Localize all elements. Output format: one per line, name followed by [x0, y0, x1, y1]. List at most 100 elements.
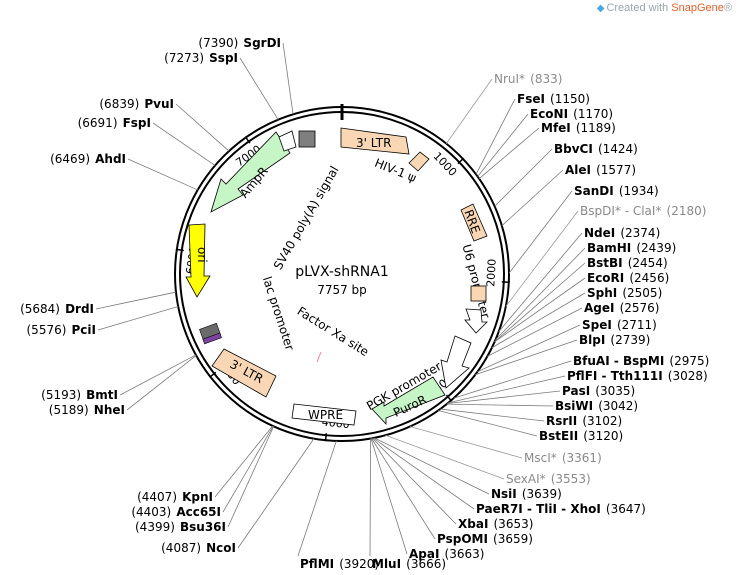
svg-text:PflFI - Tth111I (3028): PflFI - Tth111I (3028)	[567, 365, 708, 384]
feature-wpre[interactable]: WPRE	[291, 403, 357, 426]
tick-7000	[244, 136, 251, 144]
site-label-sgrdi[interactable]: (7390) SgrDI	[198, 32, 281, 51]
svg-text:AleI (1577): AleI (1577)	[565, 159, 636, 178]
site-name: SphI	[587, 286, 617, 300]
site-line	[445, 78, 493, 144]
feature-label-sv40-polya: SV40 poly(A) signal	[271, 164, 342, 272]
svg-text:MluI (3666): MluI (3666)	[372, 553, 446, 572]
site-line	[505, 210, 579, 307]
site-label-bstbi[interactable]: BstBI (2454)	[587, 252, 668, 271]
site-label-pvui[interactable]: (6839) PvuI	[99, 93, 174, 112]
feature-lac-promoter[interactable]: lac promoter	[260, 275, 297, 352]
feature-ori[interactable]: ori	[185, 223, 211, 298]
site-label-spei[interactable]: SpeI (2711)	[582, 314, 657, 333]
site-label-pasi[interactable]: PasI (3035)	[562, 380, 635, 399]
svg-text:(5193) BmtI: (5193) BmtI	[41, 384, 118, 403]
svg-text:(4403) Acc65I: (4403) Acc65I	[131, 501, 221, 520]
site-label-pflmi[interactable]: PflMI (3920)	[300, 553, 379, 572]
site-position: (1189)	[576, 121, 616, 135]
site-label-fspi[interactable]: (6691) FspI	[78, 112, 151, 131]
site-line	[152, 122, 216, 166]
site-name: NheI	[94, 403, 125, 417]
feature-ampr-promoter	[278, 130, 297, 152]
site-position: (6691)	[78, 116, 118, 130]
site-label-fsei[interactable]: FseI (1150)	[517, 88, 590, 107]
plasmid-name: pLVX-shRNA1	[295, 264, 389, 280]
svg-text:EcoRI (2456): EcoRI (2456)	[587, 267, 669, 286]
site-label-econi[interactable]: EcoNI (1170)	[530, 103, 613, 122]
site-label-pspomi[interactable]: PspOMI (3659)	[437, 528, 533, 547]
site-line	[239, 57, 279, 120]
site-label-sphi[interactable]: SphI (2505)	[587, 282, 662, 301]
site-label-ahdi[interactable]: (6469) AhdI	[50, 148, 126, 167]
site-label-bsteii[interactable]: BstEII (3120)	[539, 425, 623, 444]
feature-label-factor-xa: Factor Xa site	[295, 304, 372, 359]
site-label-acc65i[interactable]: (4403) Acc65I	[131, 501, 221, 520]
svg-text:AgeI (2576): AgeI (2576)	[584, 297, 659, 316]
site-label-ncoi[interactable]: (4087) NcoI	[161, 537, 236, 556]
site-label-bbvci[interactable]: BbvCI (1424)	[554, 138, 638, 157]
site-label-bmti[interactable]: (5193) BmtI	[41, 384, 118, 403]
site-label-sspi[interactable]: (7273) SspI	[164, 47, 238, 66]
site-label-apai[interactable]: ApaI (3663)	[409, 543, 484, 562]
feature-factor-xa-site[interactable]: Factor Xa site	[295, 304, 372, 363]
site-line	[175, 103, 230, 152]
svg-text:XbaI (3653): XbaI (3653)	[458, 513, 533, 532]
site-label-sexai-[interactable]: SexAI* (3553)	[506, 468, 591, 487]
site-name: PflMI	[300, 557, 334, 571]
feature-hiv-1-psi[interactable]: HIV-1 ψ	[373, 151, 430, 185]
site-label-alei[interactable]: AleI (1577)	[565, 159, 636, 178]
site-line	[372, 437, 475, 510]
site-label-sandi[interactable]: SanDI (1934)	[574, 180, 659, 199]
plasmid-length: 7757 bp	[317, 283, 367, 297]
site-label-rsrii[interactable]: RsrII (3102)	[546, 410, 622, 429]
site-label-xbai[interactable]: XbaI (3653)	[458, 513, 533, 532]
site-name: NcoI	[206, 541, 236, 555]
site-label-bfuai-bspmi[interactable]: BfuAI - BspMI (2975)	[573, 350, 709, 369]
svg-text:NdeI (2374): NdeI (2374)	[584, 222, 660, 241]
site-position: (3102)	[582, 414, 622, 428]
site-label-bamhi[interactable]: BamHI (2439)	[587, 237, 676, 256]
site-position: (1150)	[550, 92, 590, 106]
site-label-blpi[interactable]: BlpI (2739)	[579, 329, 650, 348]
site-line	[214, 425, 273, 498]
site-label-ecori[interactable]: EcoRI (2456)	[587, 267, 669, 286]
site-label-nsii[interactable]: NsiI (3639)	[491, 483, 562, 502]
site-label-agei[interactable]: AgeI (2576)	[584, 297, 659, 316]
credit-brand: SnapGene	[671, 2, 724, 14]
site-line	[297, 440, 337, 557]
site-label-nrui-[interactable]: NruI* (833)	[494, 68, 562, 87]
site-position: (2505)	[622, 286, 662, 300]
site-line	[97, 306, 179, 331]
site-line	[440, 408, 545, 422]
site-label-pflfi-tth111i[interactable]: PflFI - Tth111I (3028)	[567, 365, 708, 384]
site-label-mlui[interactable]: MluI (3666)	[372, 553, 446, 572]
site-label-paer7i-tlii-xhoi[interactable]: PaeR7I - TliI - XhoI (3647)	[476, 498, 646, 517]
site-position: (833)	[530, 72, 562, 86]
site-label-mfei[interactable]: MfeI (1189)	[541, 117, 616, 136]
site-label-bspdi-clai-[interactable]: BspDI* - ClaI* (2180)	[580, 200, 706, 219]
feature-3-ltr-top[interactable]: 3' LTR	[340, 127, 410, 155]
site-position: (3666)	[406, 557, 446, 571]
site-label-nhei[interactable]: (5189) NheI	[49, 399, 125, 418]
svg-text:PaeR7I - TliI - XhoI (3647): PaeR7I - TliI - XhoI (3647)	[476, 498, 646, 517]
site-label-bsiwi[interactable]: BsiWI (3042)	[555, 395, 638, 414]
site-name: PciI	[72, 323, 97, 337]
svg-text:(6691) FspI: (6691) FspI	[78, 112, 151, 131]
site-name: BlpI	[579, 333, 605, 347]
site-label-bsu36i[interactable]: (4399) Bsu36I	[135, 516, 226, 535]
site-label-kpni[interactable]: (4407) KpnI	[137, 486, 213, 505]
site-label-ndei[interactable]: NdeI (2374)	[584, 222, 660, 241]
feature-ampr[interactable]: AmpR	[210, 131, 291, 213]
site-label-drdi[interactable]: (5684) DrdI	[20, 298, 94, 317]
svg-text:(4087) NcoI: (4087) NcoI	[161, 537, 236, 556]
feature-rre[interactable]: RRE	[460, 203, 488, 242]
site-position: (4403)	[131, 505, 171, 519]
site-line	[477, 113, 529, 177]
site-label-msci-[interactable]: MscI* (3361)	[524, 447, 602, 466]
site-name: Bsu36I	[180, 520, 226, 534]
feature-label-ori: ori	[195, 247, 209, 263]
site-line	[369, 438, 372, 557]
site-label-pcii[interactable]: (5576) PciI	[27, 319, 97, 338]
